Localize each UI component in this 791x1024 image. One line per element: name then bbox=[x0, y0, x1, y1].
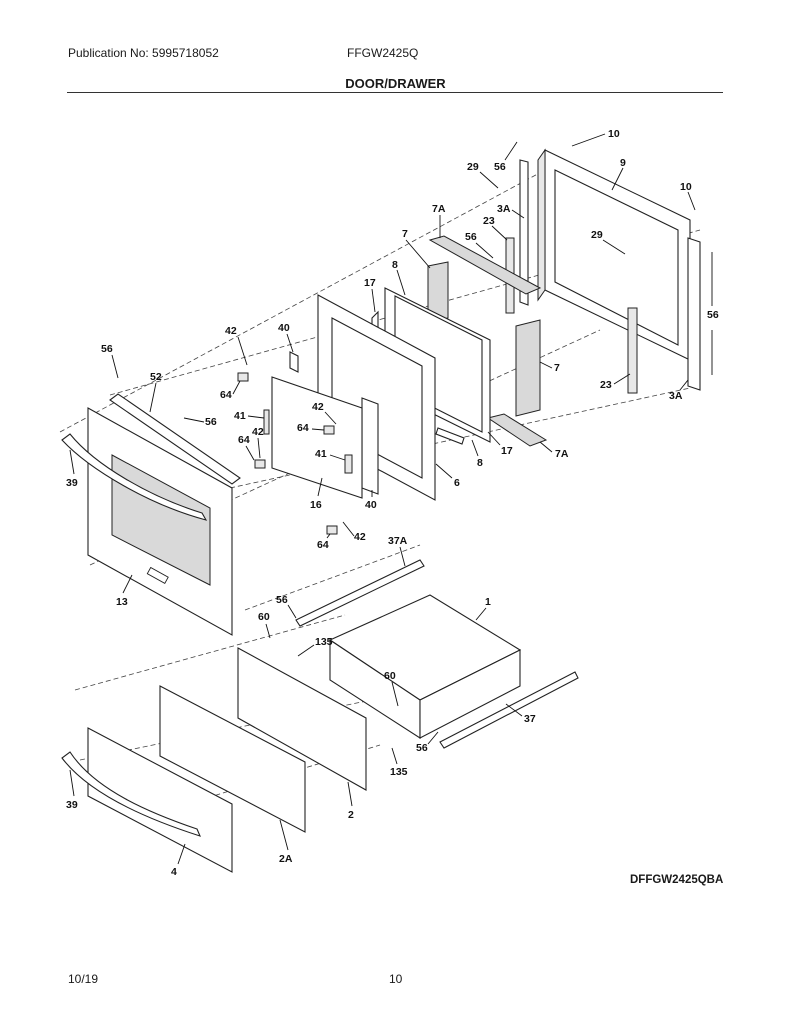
callout-41: 41 bbox=[315, 448, 327, 460]
callout-29: 29 bbox=[467, 161, 479, 173]
model-number: FFGW2425Q bbox=[347, 46, 419, 60]
part-40-side-trims bbox=[289, 351, 379, 495]
callout-39: 39 bbox=[66, 477, 78, 489]
callout-41: 41 bbox=[234, 410, 246, 422]
part-41-42-64-hardware bbox=[237, 372, 353, 535]
callout-7A: 7A bbox=[555, 448, 569, 460]
callout-39: 39 bbox=[66, 799, 78, 811]
callout-8: 8 bbox=[392, 259, 398, 271]
callout-29: 29 bbox=[591, 229, 603, 241]
callout-9: 9 bbox=[620, 157, 626, 169]
callout-3A: 3A bbox=[497, 203, 511, 215]
callout-56: 56 bbox=[494, 161, 506, 173]
callout-42: 42 bbox=[225, 325, 237, 337]
callout-37: 37 bbox=[524, 713, 536, 725]
callout-17: 17 bbox=[501, 445, 513, 457]
callout-40: 40 bbox=[278, 322, 290, 334]
callout-7: 7 bbox=[554, 362, 560, 374]
part-3A-door-trims bbox=[519, 159, 701, 391]
callout-56: 56 bbox=[276, 594, 288, 606]
callout-64: 64 bbox=[297, 422, 309, 434]
part-13-outer-door bbox=[87, 407, 233, 636]
callout-64: 64 bbox=[317, 539, 329, 551]
callout-6: 6 bbox=[454, 477, 460, 489]
callout-60: 60 bbox=[384, 670, 396, 682]
callout-3A: 3A bbox=[669, 390, 683, 402]
callout-56: 56 bbox=[205, 416, 217, 428]
callout-7: 7 bbox=[402, 228, 408, 240]
page-number: 10 bbox=[389, 972, 403, 986]
part-7-7A-insulation bbox=[427, 235, 548, 447]
callout-4: 4 bbox=[171, 866, 177, 878]
callout-42: 42 bbox=[252, 426, 264, 438]
callout-37A: 37A bbox=[388, 535, 408, 547]
footer-date: 10/19 bbox=[68, 972, 99, 986]
callout-16: 16 bbox=[310, 499, 322, 511]
callout-56: 56 bbox=[101, 343, 113, 355]
part-39-door-handle bbox=[61, 433, 208, 521]
part-1-drawer-body bbox=[328, 594, 522, 740]
section-title: DOOR/DRAWER bbox=[345, 76, 446, 91]
callout-23: 23 bbox=[600, 379, 612, 391]
callout-1: 1 bbox=[485, 596, 491, 608]
callout-42: 42 bbox=[312, 401, 324, 413]
callout-8: 8 bbox=[477, 457, 483, 469]
part-37-37A-drawer-slides bbox=[295, 559, 579, 749]
callout-135: 135 bbox=[315, 636, 333, 648]
part-16-inner-glass bbox=[271, 376, 363, 499]
callout-13: 13 bbox=[116, 596, 128, 608]
callout-10: 10 bbox=[608, 128, 620, 140]
callout-40: 40 bbox=[365, 499, 377, 511]
publication-number: Publication No: 5995718052 bbox=[68, 46, 219, 60]
callout-60: 60 bbox=[258, 611, 270, 623]
callout-labels: 10 56 9 29 10 7A 3A 23 29 7 56 8 56 17 4… bbox=[66, 128, 719, 878]
callout-56: 56 bbox=[707, 309, 719, 321]
callout-23: 23 bbox=[483, 215, 495, 227]
callout-2: 2 bbox=[348, 809, 354, 821]
callout-135: 135 bbox=[390, 766, 408, 778]
part-52-door-top-trim bbox=[109, 393, 241, 485]
part-9-inner-door-panel bbox=[537, 148, 691, 361]
callout-42: 42 bbox=[354, 531, 366, 543]
callout-17: 17 bbox=[364, 277, 376, 289]
part-2-drawer-panel bbox=[237, 647, 367, 791]
callout-2A: 2A bbox=[279, 853, 293, 865]
callout-10: 10 bbox=[680, 181, 692, 193]
callout-56: 56 bbox=[465, 231, 477, 243]
callout-52: 52 bbox=[150, 371, 162, 383]
callout-64: 64 bbox=[220, 389, 232, 401]
part-2A-drawer-glass bbox=[159, 685, 306, 833]
callout-7A: 7A bbox=[432, 203, 446, 215]
part-39-drawer-handle bbox=[61, 751, 201, 837]
diagram-code: DFFGW2425QBA bbox=[630, 874, 724, 886]
header-rule bbox=[67, 92, 723, 93]
callout-56: 56 bbox=[416, 742, 428, 754]
callout-64: 64 bbox=[238, 434, 250, 446]
